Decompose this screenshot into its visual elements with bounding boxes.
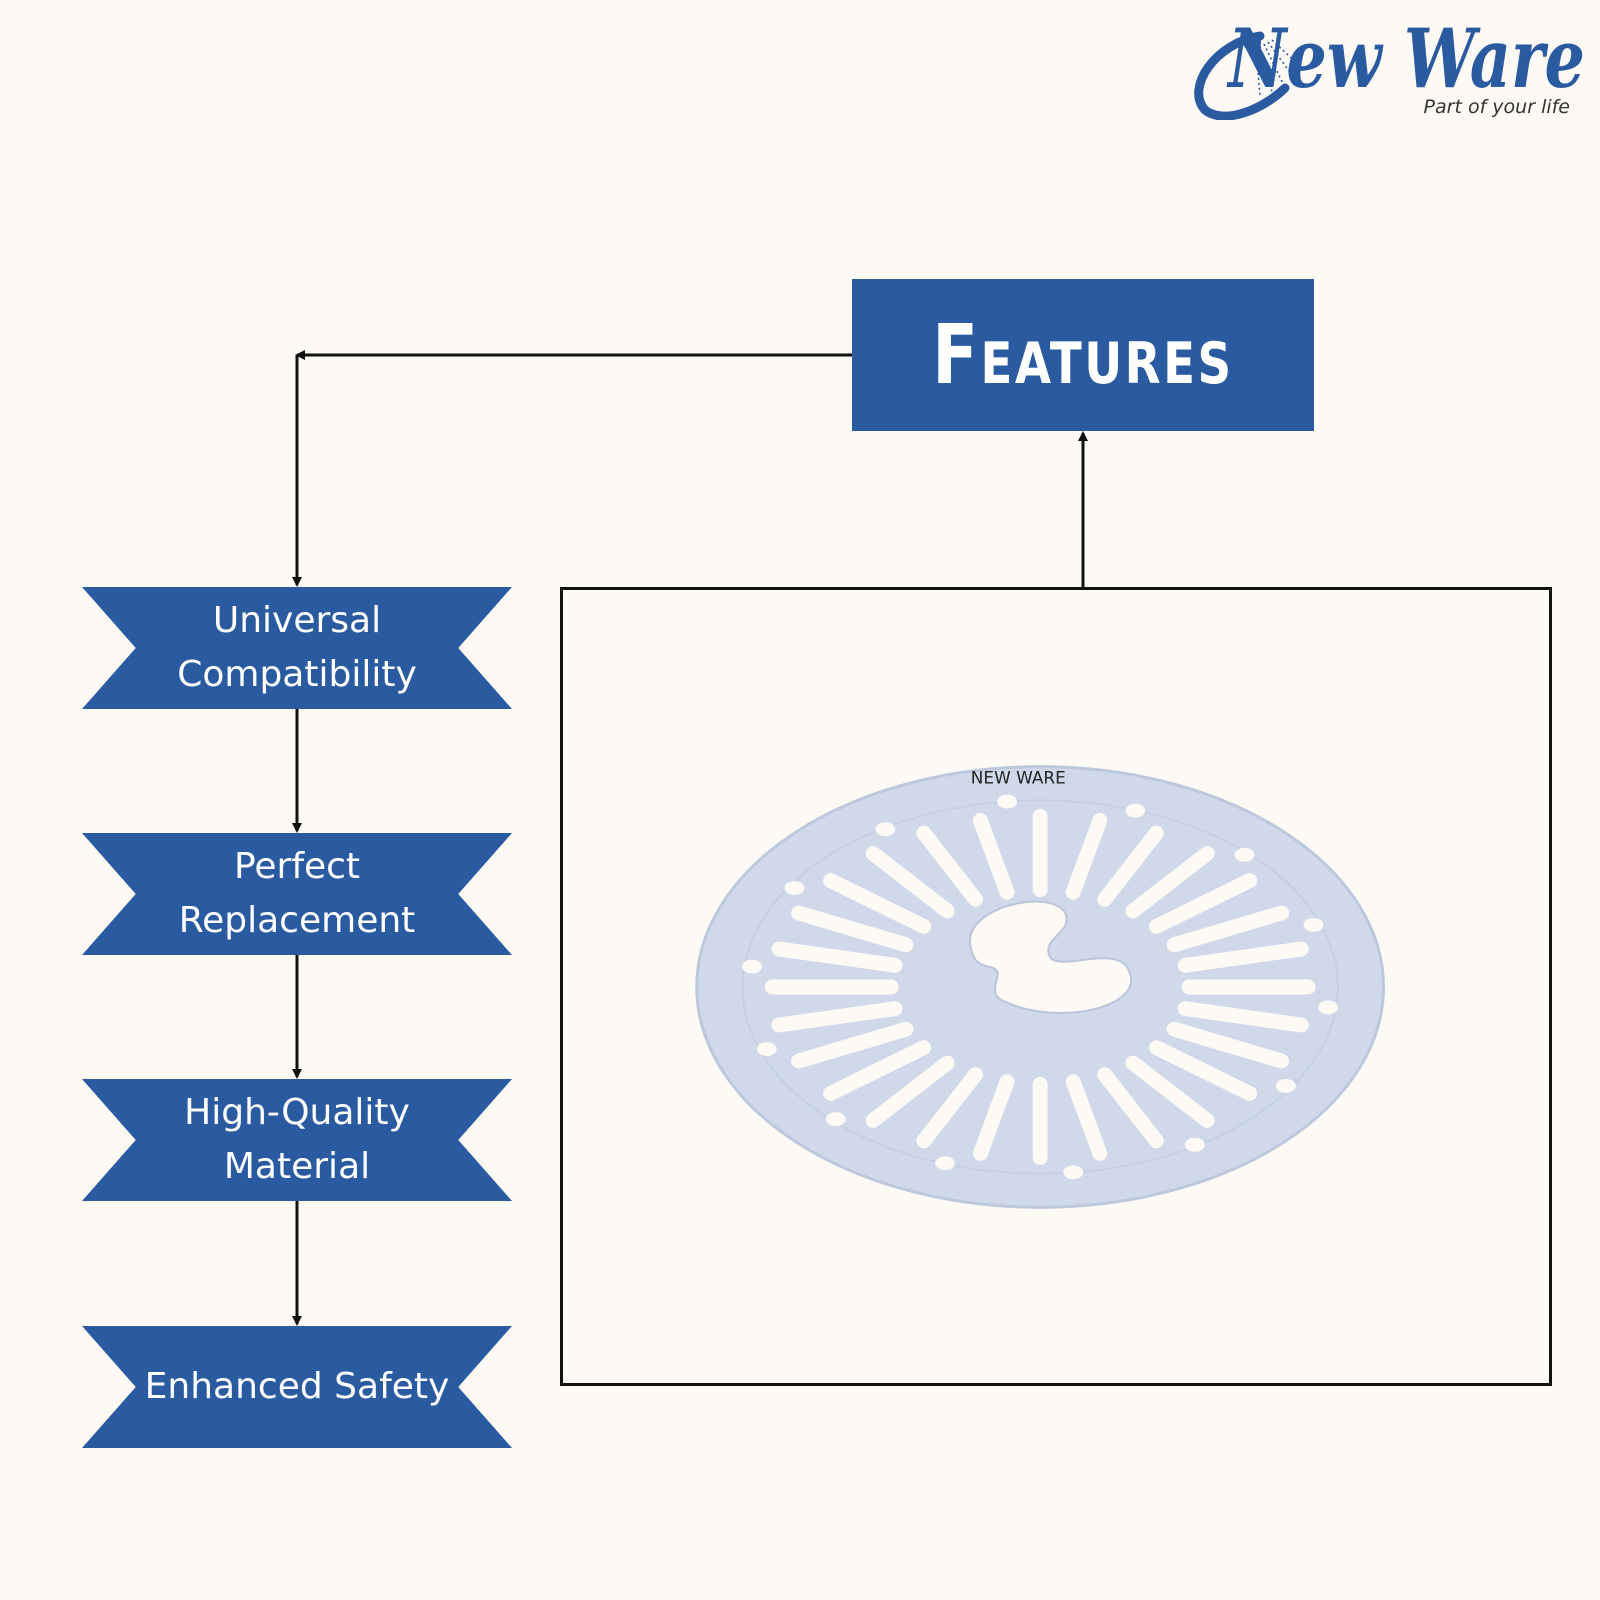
spin-cap-center-hole [969,900,1133,1014]
spin-cap-slot [1149,1040,1258,1101]
spin-cap-slot [1149,873,1258,934]
product-spin-cap-image: NEW WARE [695,765,1386,1209]
feature-label: Enhanced Safety [144,1366,450,1407]
spin-cap-slot [1097,825,1164,907]
spin-cap-dot [825,1112,846,1127]
new-ware-logo: New Ware Part of your life [1194,11,1585,120]
spin-cap-dot [1318,1000,1339,1015]
logo-showerhead-icon [1243,33,1261,51]
spin-cap-slot [1177,1001,1309,1033]
spin-cap-slot [916,825,983,907]
spin-cap-slots [742,794,1339,1180]
spin-cap-slot [823,1040,932,1101]
logo-wordmark: New Ware [1227,11,1585,107]
product-imprint: NEW WARE [971,768,1066,788]
feature-label: High-Quality Material [184,1092,410,1187]
spin-cap-slot [865,1055,955,1128]
feature-label: Perfect Replacement [178,846,416,941]
spin-cap-dot [756,1042,777,1056]
spin-cap-slot [865,846,955,919]
logo-water-spray-icon [1255,39,1303,97]
spin-cap-slot [973,813,1015,900]
features-title-box: Features [852,279,1314,431]
spin-cap-slot [1065,1074,1108,1161]
spin-cap-dot [742,959,763,974]
spin-cap-slot [771,941,903,973]
spin-cap-slot [1166,1021,1290,1069]
feature-ribbon-universal-compatibility: Universal Compatibility [82,587,512,709]
spin-cap-slot [771,1001,903,1033]
spin-cap-slot [1125,846,1215,919]
spin-cap-slot [1065,813,1108,900]
logo-swoosh-icon [1194,31,1290,120]
spin-cap-slot [916,1067,983,1149]
spin-cap-dot [1303,918,1324,932]
spin-cap-dot [1125,803,1146,818]
spin-cap-slot [791,905,914,953]
spin-cap-dot [997,794,1017,809]
spin-cap-slot [823,873,932,934]
spin-cap-dot [1234,847,1255,862]
spin-cap-dot [1275,1079,1296,1093]
spin-cap-slot [1177,941,1309,973]
logo-tagline: Part of your life [1424,96,1570,118]
spin-cap-slot [973,1074,1015,1161]
features-title: Features [932,307,1234,403]
spin-cap-slot [791,1021,914,1069]
spin-cap-dot [935,1156,955,1171]
spin-cap-dot [1184,1137,1205,1152]
spin-cap-slot [1125,1055,1215,1128]
spin-cap-dot [875,822,896,837]
spin-cap-slot [1097,1067,1164,1149]
product-image-frame: NEW WARE [560,587,1552,1386]
spin-cap-dot [1063,1165,1084,1180]
feature-ribbon-enhanced-safety: Enhanced Safety [82,1326,512,1448]
spin-cap-slot [1166,905,1290,953]
feature-label: Universal Compatibility [177,600,417,695]
spin-cap-dot [784,881,805,895]
feature-ribbon-high-quality-material: High-Quality Material [82,1079,512,1201]
feature-ribbon-perfect-replacement: Perfect Replacement [82,833,512,955]
